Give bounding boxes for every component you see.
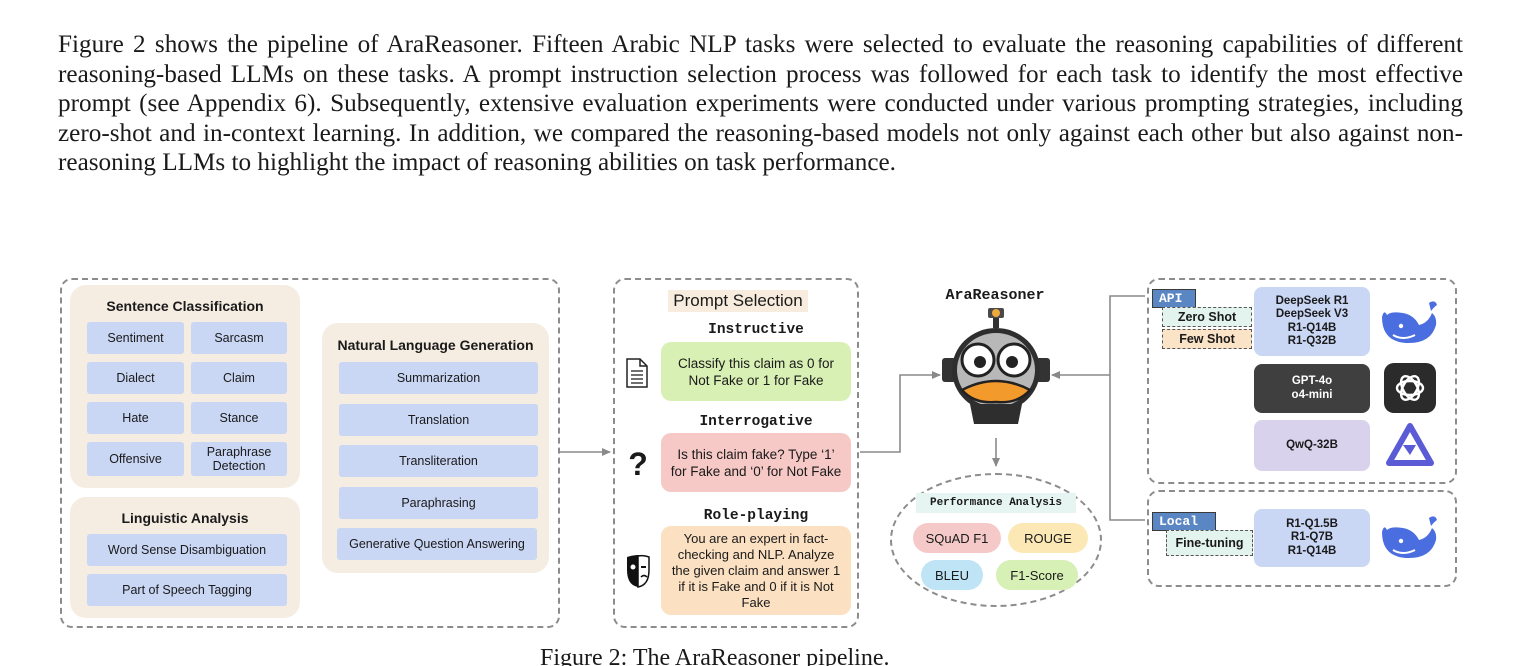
metric-f1-score: F1-Score	[996, 560, 1078, 590]
deepseek-whale-icon-local	[1382, 516, 1437, 558]
task-claim: Claim	[191, 362, 287, 394]
task-translation: Translation	[339, 404, 538, 436]
task-offensive: Offensive	[87, 442, 184, 476]
task-paraphrase-detection: Paraphrase Detection	[191, 442, 287, 476]
task-dialect: Dialect	[87, 362, 184, 394]
prompt-selection-panel	[613, 278, 859, 628]
deepseek-whale-icon	[1382, 301, 1437, 343]
task-sarcasm: Sarcasm	[191, 322, 287, 354]
performance-analysis-panel	[890, 473, 1102, 607]
api-tag: API	[1152, 289, 1196, 308]
body-paragraph: Figure 2 shows the pipeline of AraReason…	[58, 31, 1463, 176]
local-deepseek-models: R1-Q1.5B R1-Q7B R1-Q14B	[1254, 509, 1370, 567]
local-tag: Local	[1152, 512, 1216, 531]
bracket-models	[1109, 295, 1145, 521]
gpt-models: GPT-4o o4-mini	[1254, 364, 1370, 413]
linguistic-analysis-title: Linguistic Analysis	[121, 510, 249, 526]
arareasoner-title: AraReasoner	[945, 287, 1045, 304]
nlg-title: Natural Language Generation	[337, 337, 534, 353]
document-icon	[626, 358, 648, 388]
task-stance: Stance	[191, 402, 287, 434]
strategy-few-shot: Few Shot	[1162, 329, 1252, 349]
strategy-fine-tuning: Fine-tuning	[1166, 530, 1253, 556]
sentence-classification-title: Sentence Classification	[106, 298, 264, 314]
task-hate: Hate	[87, 402, 184, 434]
theater-mask-icon	[627, 554, 650, 588]
api-models-panel	[1147, 278, 1457, 484]
performance-analysis-title: Performance Analysis	[916, 493, 1076, 513]
task-generative-qa: Generative Question Answering	[337, 528, 537, 560]
task-transliteration: Transliteration	[339, 445, 538, 477]
task-sentiment: Sentiment	[87, 322, 184, 354]
arrow-prompt-to-reasoner	[860, 371, 941, 453]
duck-robot-icon	[942, 308, 1050, 424]
strategy-zero-shot: Zero Shot	[1162, 307, 1252, 327]
instructive-label: Instructive	[708, 322, 804, 338]
qwq-model: QwQ-32B	[1254, 420, 1370, 471]
task-word-sense-disambiguation: Word Sense Disambiguation	[87, 534, 287, 566]
prompt-selection-title: Prompt Selection	[668, 290, 808, 312]
openai-logo-icon	[1384, 363, 1436, 413]
metric-squad-f1: SQuAD F1	[913, 523, 1001, 553]
role-playing-label: Role-playing	[703, 508, 809, 524]
task-pos-tagging: Part of Speech Tagging	[87, 574, 287, 606]
interrogative-label: Interrogative	[699, 414, 813, 430]
figure-caption: Figure 2: The AraReasoner pipeline.	[540, 646, 890, 666]
tasks-panel	[60, 278, 560, 628]
instructive-prompt: Classify this claim as 0 for Not Fake or…	[661, 342, 851, 401]
qwen-logo-icon	[1386, 423, 1434, 466]
task-summarization: Summarization	[339, 362, 538, 394]
deepseek-models: DeepSeek R1 DeepSeek V3 R1-Q14B R1-Q32B	[1254, 287, 1370, 356]
metric-rouge: ROUGE	[1008, 523, 1088, 553]
metric-bleu: BLEU	[921, 560, 983, 590]
role-playing-prompt: You are an expert in fact-checking and N…	[661, 526, 851, 615]
question-mark-icon: ?	[628, 446, 648, 482]
local-models-panel	[1147, 490, 1457, 587]
interrogative-prompt: Is this claim fake? Type ‘1’ for Fake an…	[661, 433, 851, 492]
task-paraphrasing: Paraphrasing	[339, 487, 538, 519]
